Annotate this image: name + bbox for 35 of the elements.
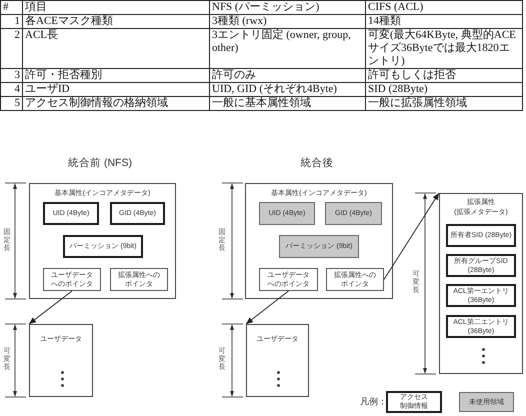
table-cell: 3 [0,68,22,82]
table-cell: 1 [0,14,22,28]
data-block [29,324,93,397]
arrow [246,290,289,324]
section-heading: 統合後 [300,156,334,170]
group-panel [439,193,523,374]
group-panel [245,183,393,299]
table-header: CIFS (ACL) [366,0,522,14]
table-cell: 許可のみ [210,68,366,82]
table-cell: 許可・拒否種別 [22,68,210,82]
table-cell: 4 [0,82,22,96]
table-cell: 3種類 (rwx) [210,14,366,28]
legend-title: 凡例： [360,396,387,408]
table-cell: 3エントリ固定 (owner, group, other) [210,28,366,68]
table-header: 項目 [22,0,210,14]
table-cell: ユーザID [22,82,210,96]
table-cell: 14種類 [366,14,522,28]
table-header: # [0,0,22,14]
table-cell: 5 [0,96,22,110]
table-cell: 一般に基本属性領域 [210,96,366,110]
table-cell: 許可もしくは拒否 [366,68,522,82]
table-cell: SID (28Byte) [366,82,522,96]
section-heading: 統合前 (NFS) [68,156,132,170]
group-panel [29,183,176,299]
arrow [28,290,72,324]
table-header: NFS (パーミッション) [210,0,366,14]
table-cell: 2 [0,28,22,68]
table-cell: UID, GID (それぞれ4Byte) [210,82,366,96]
table-cell: ACL長 [22,28,210,68]
arrow [384,192,440,280]
table-cell: 一般に拡張属性領域 [366,96,522,110]
table-cell: 各ACEマスク種類 [22,14,210,28]
data-block [246,324,309,397]
table-cell: アクセス制御情報の格納領域 [22,96,210,110]
table-cell: 可変(最大64KByte, 典型的ACEサイズ36Byteでは最大1820エントリ) [366,28,522,68]
